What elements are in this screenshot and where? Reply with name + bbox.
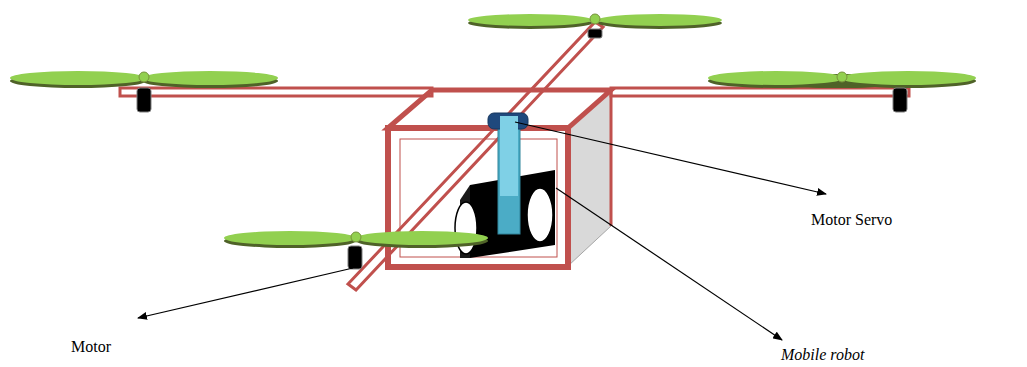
wheel	[527, 188, 553, 242]
leader-arrow	[138, 268, 353, 318]
callout-label: Motor Servo	[810, 211, 893, 229]
motor	[893, 88, 907, 112]
box-side-panel	[568, 90, 611, 266]
motor	[348, 246, 362, 269]
callout-label: Motor	[70, 338, 112, 356]
right-arm	[611, 88, 909, 96]
box-top	[388, 90, 611, 128]
motor	[588, 29, 602, 38]
propeller	[468, 14, 722, 29]
propeller	[708, 71, 976, 88]
callout-label: Mobile robot	[780, 346, 865, 364]
propeller	[10, 71, 278, 88]
leader-arrow	[556, 188, 782, 340]
leader-arrow	[515, 122, 826, 194]
motor	[137, 88, 151, 112]
left-arm	[120, 88, 432, 96]
diagonal-arm	[348, 22, 603, 290]
propeller	[224, 231, 488, 248]
